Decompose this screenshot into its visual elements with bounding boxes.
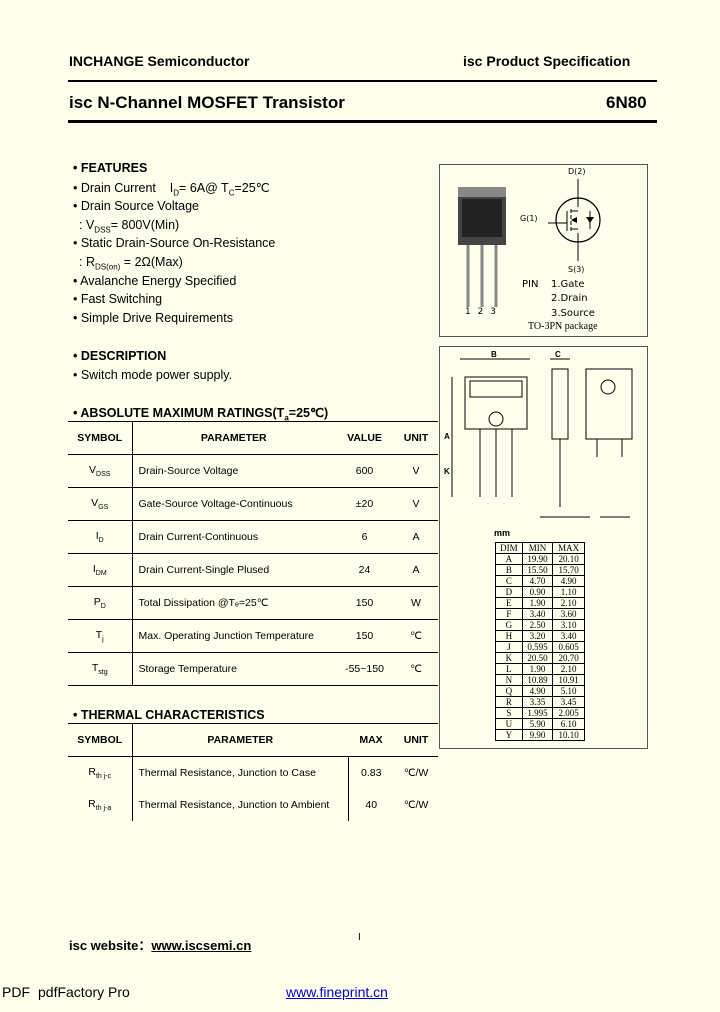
dim-c-label: C — [555, 350, 561, 359]
website-link[interactable]: www.iscsemi.cn — [151, 938, 252, 953]
abs-max-heading: • ABSOLUTE MAXIMUM RATINGS(Ta=25℃) — [73, 406, 329, 423]
table-row: VGS Gate-Source Voltage-Continuous ±20 V — [68, 487, 438, 521]
feature-drain-source-voltage: • Drain Source Voltage — [73, 199, 199, 213]
table-row: IDM Drain Current-Single Plused 24 A — [68, 553, 438, 587]
pin3-label: 3.Source — [551, 308, 595, 319]
source-pin-label: S(3) — [568, 265, 585, 274]
thermal-header-row: SYMBOL PARAMETER MAX UNIT — [68, 723, 438, 757]
pinout-box: D(2) G(1) S(3) 1 2 3 PIN 1.Gate 2.Drain … — [439, 164, 648, 337]
dims-unit-label: mm — [494, 528, 511, 538]
feature-avalanche: • Avalanche Energy Specified — [73, 274, 237, 288]
col-value: VALUE — [335, 421, 394, 455]
col-max: MAX — [348, 723, 394, 757]
pdf-label: PDF — [2, 984, 30, 1000]
page-title: isc N-Channel MOSFET Transistor — [69, 93, 345, 112]
dim-a-label: A — [444, 432, 450, 441]
thermal-heading: • THERMAL CHARACTERISTICS — [73, 708, 265, 722]
drain-pin-label: D(2) — [568, 167, 586, 176]
table-row: Tstg Storage Temperature -55~150 ℃ — [68, 652, 438, 686]
website-label: isc website： — [69, 938, 152, 953]
pin1-label: 1.Gate — [551, 279, 585, 290]
abs-max-header-row: SYMBOL PARAMETER VALUE UNIT — [68, 421, 438, 455]
website-line: isc website：www.iscsemi.cn — [69, 935, 251, 954]
mosfet-symbol-icon — [548, 179, 601, 261]
package-photo — [458, 187, 506, 307]
col-unit: UNIT — [394, 421, 438, 455]
feature-drain-current: • Drain Current ID= 6A@ TC=25℃ — [73, 181, 270, 198]
spec-label: isc Product Specification — [463, 53, 631, 69]
table-row: PD Total Dissipation @Tₑ=25℃ 150 W — [68, 586, 438, 620]
company-name: INCHANGE Semiconductor — [69, 53, 250, 69]
col-parameter: PARAMETER — [131, 723, 348, 757]
description-text: • Switch mode power supply. — [73, 368, 233, 382]
table-row: Rth j-a Thermal Resistance, Junction to … — [68, 789, 438, 821]
feature-simple-drive: • Simple Drive Requirements — [73, 311, 233, 325]
feature-rds-heading: • Static Drain-Source On-Resistance — [73, 236, 276, 250]
gate-pin-label: G(1) — [520, 214, 538, 223]
dim-b-label: B — [491, 350, 497, 359]
dim-k-label: K — [444, 467, 450, 476]
pin2-label: 2.Drain — [551, 293, 588, 304]
package-outline-drawing — [451, 358, 633, 518]
fineprint-link[interactable]: www.fineprint.cn — [286, 984, 388, 1000]
page-marker: I — [358, 932, 361, 943]
package-label: TO-3PN package — [528, 321, 598, 332]
col-symbol: SYMBOL — [68, 421, 132, 455]
col-symbol: SYMBOL — [68, 723, 132, 757]
header-rule-top — [68, 80, 657, 82]
pdffactory-label: pdfFactory Pro — [38, 984, 130, 1000]
feature-rds: : RDS(on) = 2Ω(Max) — [79, 255, 183, 272]
thermal-table: SYMBOL PARAMETER MAX UNIT Rth j-c Therma… — [68, 723, 438, 821]
table-row: Tj Max. Operating Junction Temperature 1… — [68, 619, 438, 653]
features-heading: • FEATURES — [73, 161, 148, 175]
header-rule-bottom — [68, 120, 657, 123]
col-unit: UNIT — [394, 723, 438, 757]
pin-numbers: 1 2 3 — [465, 307, 496, 317]
col-parameter: PARAMETER — [131, 421, 335, 455]
feature-vdss: : VDSS= 800V(Min) — [79, 218, 180, 235]
feature-fast-switching: • Fast Switching — [73, 292, 163, 306]
table-row: VDSS Drain-Source Voltage 600 V — [68, 454, 438, 488]
pin-title: PIN — [522, 279, 539, 290]
description-heading: • DESCRIPTION — [73, 349, 167, 363]
part-number: 6N80 — [606, 93, 647, 112]
abs-max-table: SYMBOL PARAMETER VALUE UNIT VDSS Drain-S… — [68, 421, 438, 686]
table-row: Rth j-c Thermal Resistance, Junction to … — [68, 756, 438, 790]
table-row: ID Drain Current-Continuous 6 A — [68, 520, 438, 554]
